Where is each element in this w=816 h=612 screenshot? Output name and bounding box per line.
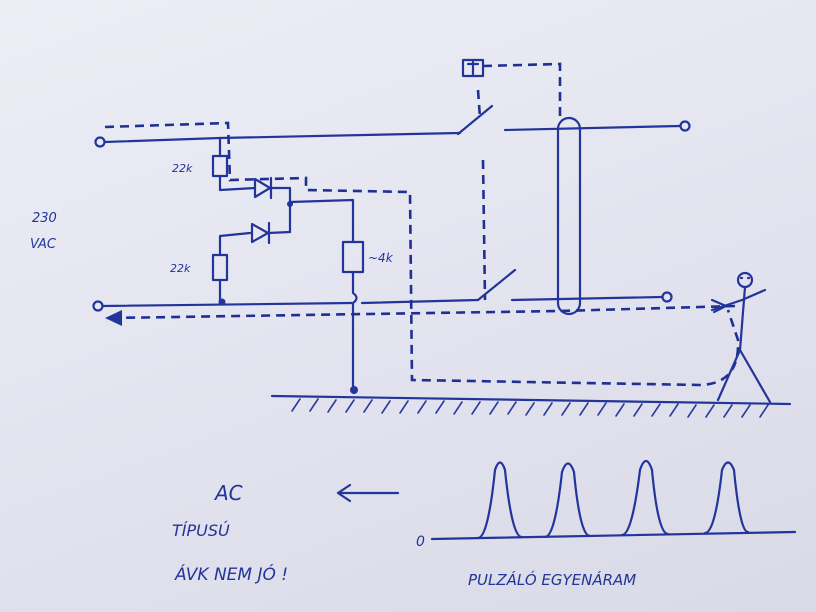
ground-icon <box>270 394 792 418</box>
resistor-bottom-icon <box>211 253 229 282</box>
resistor-bottom-label: 22k <box>170 262 191 275</box>
pulse-2 <box>543 462 592 539</box>
person-icon <box>710 271 772 404</box>
pulse-1 <box>476 461 524 540</box>
diode-bottom-icon <box>250 221 271 245</box>
pulse-4 <box>703 461 750 535</box>
return-current-path <box>109 304 736 320</box>
neutral-terminal-icon <box>92 300 104 312</box>
voltage-unit-label: VAC <box>30 237 57 252</box>
relay-icon <box>461 58 485 78</box>
ac-title: AC <box>213 481 243 505</box>
ac-verdict: ÁVK NEM JÓ ! <box>174 563 288 585</box>
toroid-icon <box>556 116 582 316</box>
output-phase-terminal-icon <box>679 120 691 132</box>
pulse-caption: PULZÁLÓ EGYENÁRAM <box>468 570 636 589</box>
phase-terminal-icon <box>94 136 106 148</box>
resistor-right-label: ~4k <box>368 251 394 265</box>
resistor-top-icon <box>211 154 229 178</box>
left-arrow-icon <box>336 483 400 503</box>
phase-switch-icon <box>456 104 494 136</box>
fault-current-path <box>104 121 740 387</box>
resistor-right-icon <box>341 240 365 274</box>
rectifier-network <box>211 136 365 394</box>
pulse-graph: 0 PULZÁLÓ EGYENÁRAM <box>416 459 797 589</box>
pulse-3 <box>620 459 670 537</box>
output-neutral-terminal-icon <box>661 291 673 303</box>
neutral-line <box>92 291 673 312</box>
voltage-label: 230 <box>32 211 57 226</box>
ac-type-label: TÍPUSÚ <box>172 521 230 540</box>
resistor-top-label: 22k <box>172 162 193 175</box>
zero-label: 0 <box>416 534 425 550</box>
switch-linkage <box>476 89 487 301</box>
return-arrow-icon <box>105 310 122 326</box>
diode-top-icon <box>253 176 273 200</box>
relay-link <box>482 62 562 120</box>
